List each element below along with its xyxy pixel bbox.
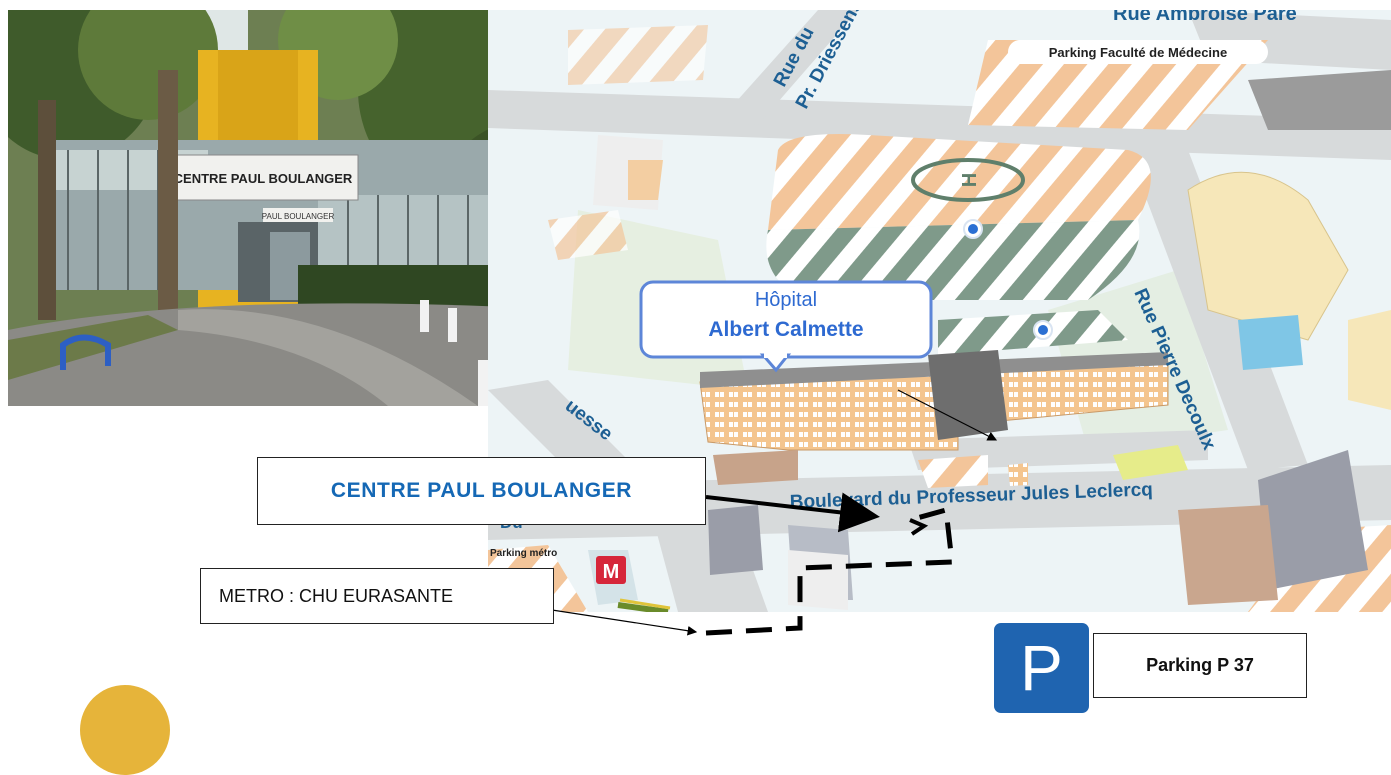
parking-metro-label: Parking métro bbox=[490, 548, 557, 559]
helipad-symbol: H bbox=[959, 173, 981, 187]
campus-map: H M Hôpital Albert Calm bbox=[488, 10, 1391, 612]
road-driessens bbox=[718, 10, 858, 125]
centre-arrow bbox=[705, 492, 880, 533]
parking-callout: Parking P 37 bbox=[1093, 633, 1307, 698]
hospital-label-line2: Albert Calmette bbox=[708, 318, 863, 341]
walking-route-dashed bbox=[705, 506, 955, 636]
metro-callout: METRO : CHU EURASANTE bbox=[200, 568, 554, 624]
road-upper bbox=[488, 90, 1391, 160]
partial-logo-icon bbox=[80, 685, 170, 775]
metro-symbol: M bbox=[603, 561, 620, 583]
street-label-ambroise-pare: Rue Ambroise Paré bbox=[1113, 10, 1297, 25]
entrance-arrow bbox=[897, 389, 998, 441]
helipad-parking-lower bbox=[766, 220, 1140, 300]
map-illustration: H M Hôpital Albert Calm bbox=[488, 10, 1391, 612]
centre-paul-boulanger-callout: CENTRE PAUL BOULANGER bbox=[257, 457, 706, 525]
parking-faculte-label: Parking Faculté de Médecine bbox=[1049, 45, 1227, 60]
parking-sign-icon: P bbox=[994, 623, 1089, 713]
hospital-label-line1: Hôpital bbox=[755, 289, 817, 311]
parking-green-small bbox=[938, 310, 1128, 355]
route-overlay bbox=[551, 389, 998, 636]
photo-sign-main: CENTRE PAUL BOULANGER bbox=[174, 171, 353, 186]
metro-arrow bbox=[551, 609, 698, 636]
photo-sign-small: PAUL BOULANGER bbox=[262, 212, 335, 221]
helipad-parking-upper bbox=[768, 134, 1151, 230]
